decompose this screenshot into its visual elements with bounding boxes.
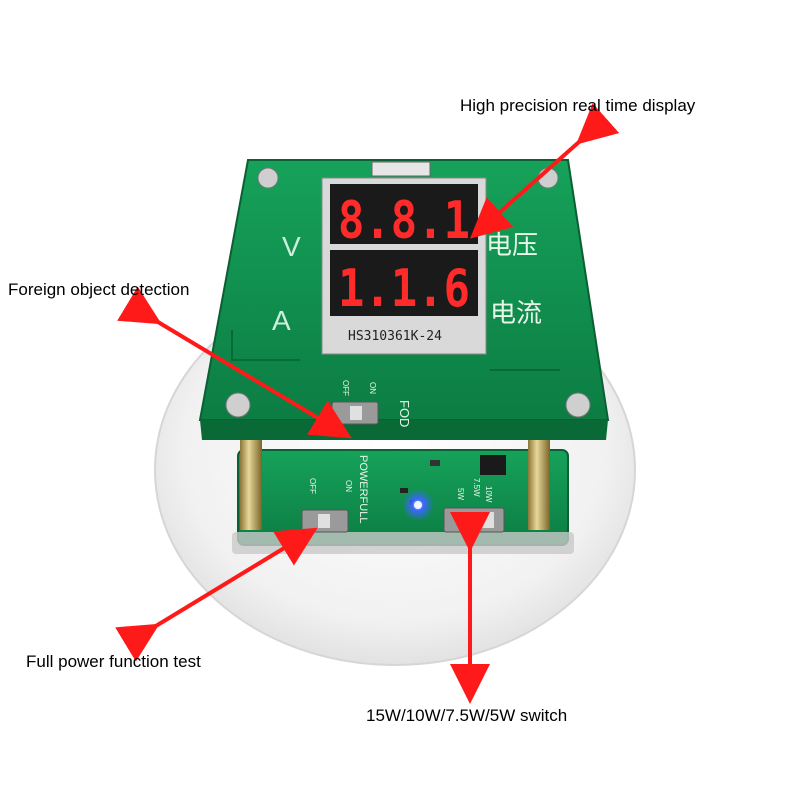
label-voltage-cn: 电压 — [486, 230, 538, 260]
w75-silkscreen: 7.5W — [472, 478, 481, 497]
upper-board: 8.8.1 1.1.6 HS310361K-24 V A 电压 电流 FOD O… — [198, 159, 610, 440]
wattage-switch — [443, 507, 505, 533]
arrow-fod — [117, 286, 352, 439]
powerfull-silkscreen: POWERFULL — [357, 455, 369, 523]
lower-board: POWERFULL ON OFF 10W 7.5W 5W — [232, 440, 574, 554]
w10-silkscreen: 10W — [484, 486, 493, 503]
fod-silkscreen: FOD — [397, 400, 412, 427]
label-current-cn: 电流 — [490, 298, 542, 328]
callout-display: High precision real time display — [460, 96, 696, 115]
arrow-display — [470, 103, 620, 239]
w5-silkscreen: 5W — [456, 488, 465, 500]
voltage-digits: 8.8.1 — [338, 191, 470, 251]
pf-off-silkscreen: OFF — [308, 478, 317, 494]
screw — [565, 392, 591, 418]
screw — [225, 392, 251, 418]
callout-fod: Foreign object detection — [8, 280, 190, 299]
arrow-full-power — [115, 527, 318, 662]
callout-full-power: Full power function test — [26, 652, 201, 671]
fod-off-silkscreen: OFF — [341, 380, 350, 396]
current-digits: 1.1.6 — [338, 259, 470, 319]
label-v: V — [282, 231, 301, 262]
screw — [257, 167, 279, 189]
pf-on-silkscreen: ON — [344, 480, 353, 492]
label-a: A — [272, 305, 291, 336]
fod-on-silkscreen: ON — [368, 382, 377, 394]
callout-power-switch: 15W/10W/7.5W/5W switch — [366, 706, 568, 725]
module-part-number: HS310361K-24 — [348, 329, 442, 344]
